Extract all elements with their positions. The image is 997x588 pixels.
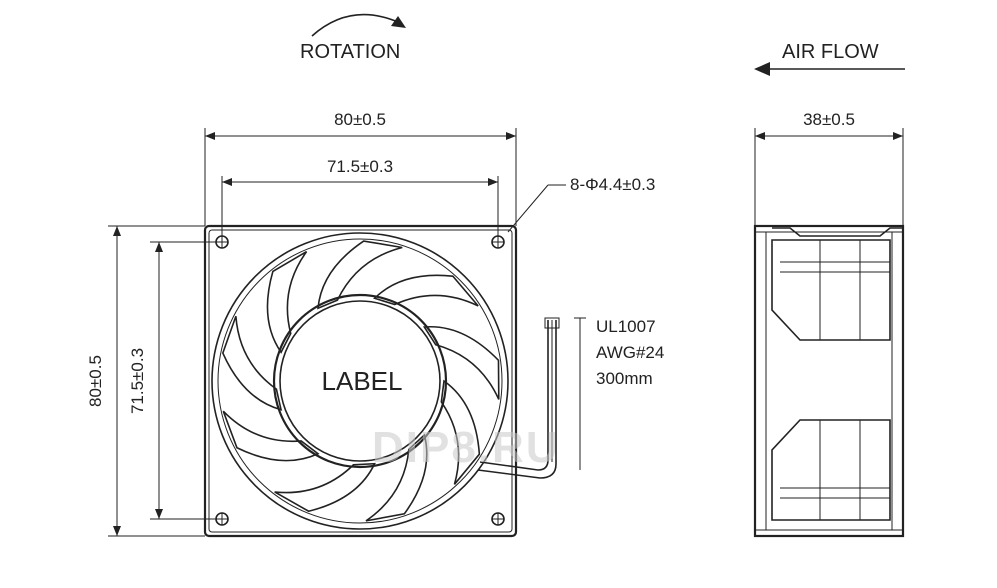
mounting-hole xyxy=(215,512,229,526)
fan-blades xyxy=(221,240,500,522)
depth-label: 38±0.5 xyxy=(803,110,855,129)
mounting-hole xyxy=(491,235,505,249)
wire-spec-line: AWG#24 xyxy=(596,343,664,362)
fan-blade xyxy=(221,315,283,411)
dimension-width-holes: 71.5±0.3 xyxy=(221,157,499,238)
fan-blade xyxy=(266,250,308,354)
air-flow-indicator: AIR FLOW xyxy=(754,41,905,76)
mounting-holes-label: 8-Φ4.4±0.3 xyxy=(570,175,655,194)
rotation-arrow xyxy=(311,13,399,37)
hub-label: LABEL xyxy=(322,366,403,396)
mounting-hole xyxy=(491,512,505,526)
width-overall-label: 80±0.5 xyxy=(334,110,386,129)
wire-spec-line: 300mm xyxy=(596,369,653,388)
fan-blade xyxy=(422,325,500,400)
watermark: DIP8.RU xyxy=(372,423,560,472)
fan-frame xyxy=(203,224,518,538)
height-holes-label: 71.5±0.3 xyxy=(128,348,147,414)
fan-blade xyxy=(440,379,481,485)
dimension-height-overall: 80±0.5 xyxy=(86,225,205,537)
fan-front-view: LABEL xyxy=(203,224,560,538)
rotation-indicator: ROTATION xyxy=(300,13,406,63)
fan-hub xyxy=(272,293,448,469)
fan-blade xyxy=(222,410,320,462)
rotation-label: ROTATION xyxy=(300,41,400,63)
air-flow-arrow-head xyxy=(754,62,770,76)
fan-side-view xyxy=(753,224,905,538)
fan-blade xyxy=(365,433,428,522)
fan-blade xyxy=(274,462,376,513)
side-frame xyxy=(753,224,905,538)
mounting-hole xyxy=(215,235,229,249)
wire-spec-line: UL1007 xyxy=(596,317,656,336)
height-overall-label: 80±0.5 xyxy=(86,355,105,407)
dimension-height-holes: 71.5±0.3 xyxy=(128,241,222,520)
fan-venturi xyxy=(211,232,509,530)
rotation-arrow-head xyxy=(391,16,406,28)
width-holes-label: 71.5±0.3 xyxy=(327,157,393,176)
dimension-width-overall: 80±0.5 xyxy=(204,110,517,226)
fan-cable xyxy=(479,320,549,471)
mounting-hole-callout: 8-Φ4.4±0.3 xyxy=(507,175,655,233)
fan-blade xyxy=(373,274,479,307)
dimension-depth: 38±0.5 xyxy=(754,110,904,226)
wire-spec: UL1007 AWG#24 300mm xyxy=(574,317,664,470)
fan-blade xyxy=(317,240,403,310)
air-flow-label: AIR FLOW xyxy=(782,41,879,63)
